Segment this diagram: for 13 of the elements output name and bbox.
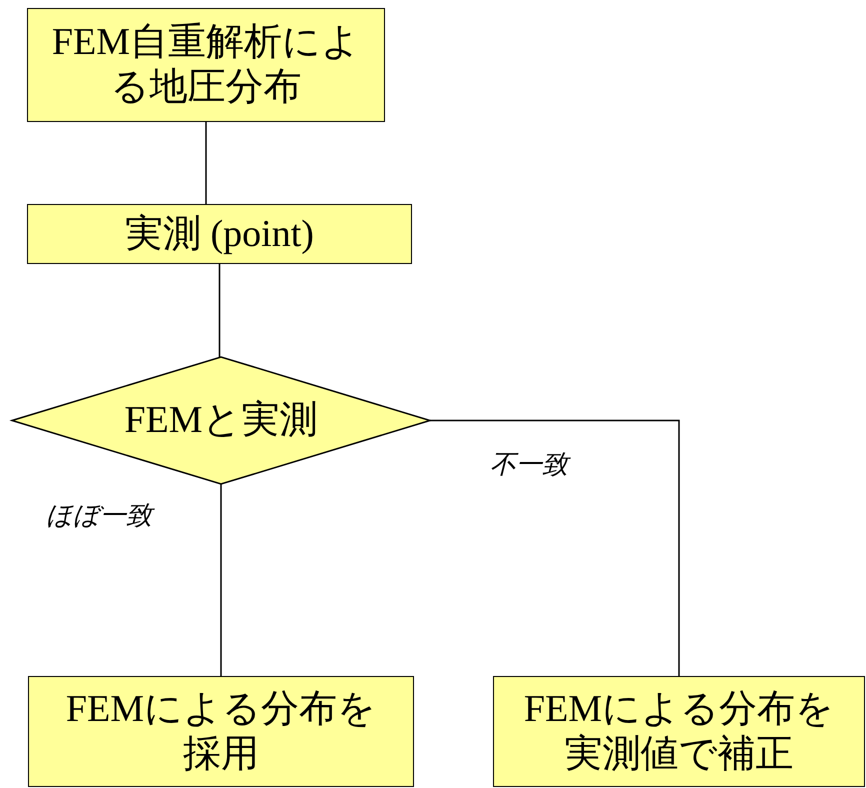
process-box bbox=[28, 676, 414, 787]
node-text: FEMによる分布を採用 bbox=[64, 686, 378, 776]
node-text: FEMと実測 bbox=[124, 398, 318, 443]
process-box bbox=[493, 676, 865, 787]
node-text: FEM自重解析による地圧分布 bbox=[50, 20, 362, 110]
connector-line bbox=[205, 122, 207, 204]
connector-line bbox=[430, 420, 680, 676]
connector-line bbox=[218, 264, 220, 357]
process-box bbox=[27, 204, 412, 264]
node-text: FEMによる分布を実測値で補正 bbox=[522, 686, 836, 776]
node-text: 実測 (point) bbox=[125, 212, 314, 256]
process-box bbox=[27, 8, 385, 122]
connector-line bbox=[220, 484, 222, 676]
